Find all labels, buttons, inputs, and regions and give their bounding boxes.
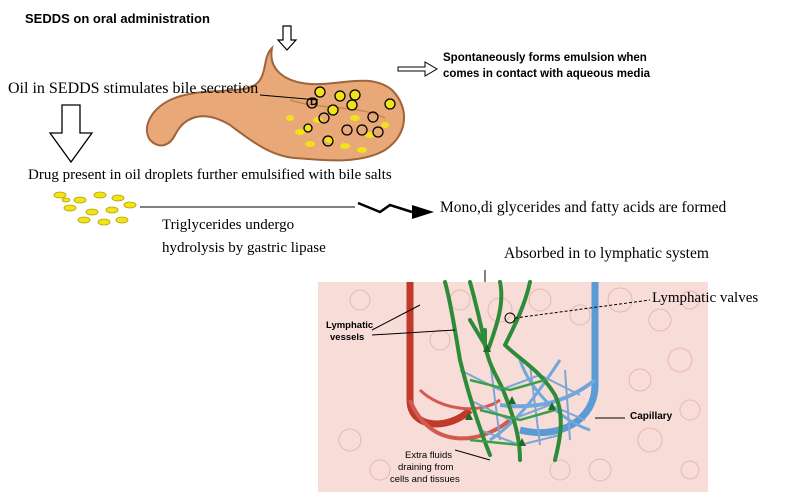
triglycerides-label-line2: hydrolysis by gastric lipase (162, 240, 326, 257)
sedds-oral-label: SEDDS on oral administration (25, 11, 210, 26)
extra-fluids-label-line1: Extra fluids (405, 450, 452, 461)
capillary-label: Capillary (630, 411, 672, 422)
lymphatic-vessels-label-line1: Lymphatic (326, 320, 373, 331)
extra-fluids-label-line2: draining from (398, 462, 453, 473)
drug-emulsified-label: Drug present in oil droplets further emu… (28, 167, 392, 184)
mono-di-glycerides-label: Mono,di glycerides and fatty acids are f… (440, 199, 726, 217)
triglycerides-label-line1: Triglycerides undergo (162, 217, 294, 234)
bile-secretion-label: Oil in SEDDS stimulates bile secretion (8, 80, 258, 98)
spontaneous-emulsion-label-line2: comes in contact with aqueous media (443, 68, 650, 80)
lymphatic-illustration (318, 282, 708, 492)
down-arrow-icon (278, 26, 296, 50)
lymphatic-valves-label: Lymphatic valves (652, 290, 758, 307)
droplet-marker-label: D (310, 96, 318, 108)
lymphatic-vessels-label-line2: vessels (330, 332, 364, 343)
right-arrow-icon (398, 62, 437, 76)
absorbed-lymphatic-label: Absorbed in to lymphatic system (504, 245, 709, 263)
down-arrow-icon (50, 105, 92, 162)
zigzag-arrow-icon (358, 203, 434, 219)
stomach-illustration (147, 48, 404, 160)
extra-fluids-label-line3: cells and tissues (390, 474, 460, 485)
emulsified-droplets (54, 192, 136, 225)
spontaneous-emulsion-label-line1: Spontaneously forms emulsion when (443, 52, 647, 64)
